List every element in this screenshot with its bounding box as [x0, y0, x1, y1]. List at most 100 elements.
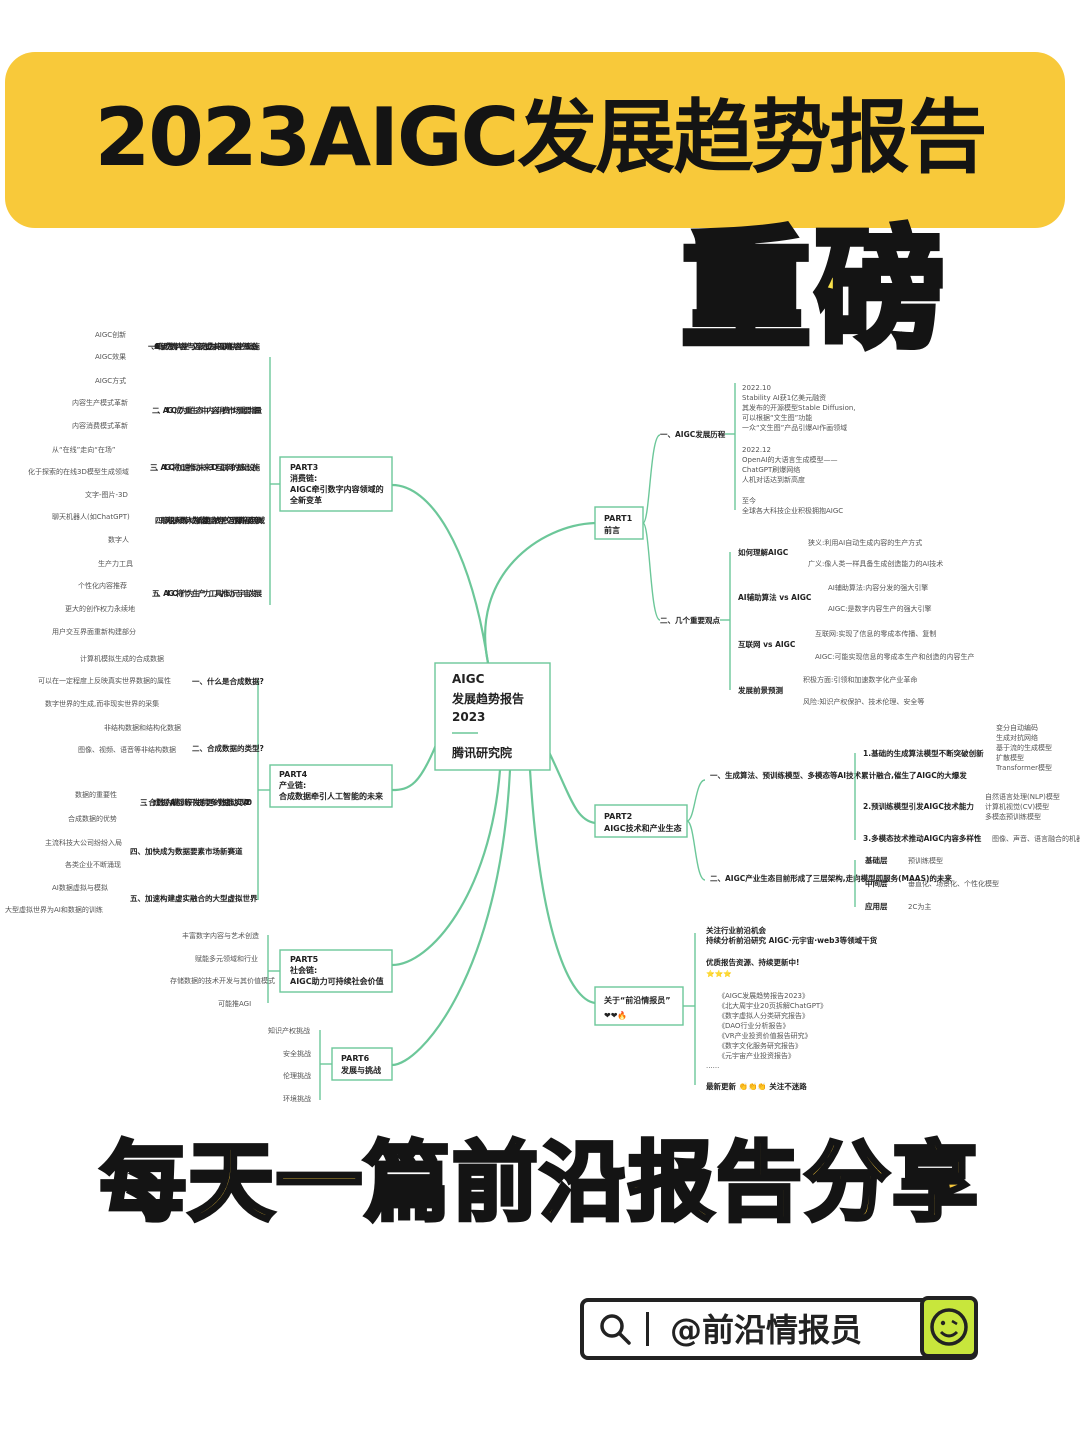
mindmap-label: 人机对话达到新高度 [742, 475, 805, 484]
mindmap-label: 风险:知识产权保护、技术伦理、安全等 [803, 697, 924, 706]
mindmap-label: 数据的重要性 [75, 790, 117, 799]
mindmap-label: 生产力工具 [98, 559, 133, 568]
mindmap-label: 更大的创作权力永续地 [65, 604, 135, 613]
mindmap-label: AI辅助算法 vs AIGC [738, 592, 812, 602]
mindmap-label: 应用层 [865, 901, 888, 911]
mindmap-label: 中间层 [865, 878, 888, 888]
part1-branch-points: 二、几个重要观点 [660, 615, 720, 625]
mindmap-label: AIGC效果 [95, 352, 126, 361]
mindmap-label: 个性化内容推荐 [78, 581, 127, 590]
mindmap-label: 消费链: [290, 473, 317, 483]
mindmap-label: 环境挑战 [283, 1094, 311, 1103]
mindmap-label: AIGC:可能实现信息的零成本生产和创造的内容生产 [815, 652, 975, 661]
link-center-about [528, 769, 596, 1005]
mindmap-label: 四、聊天机器人和数字人成为新载体,更加自然的用户交互界面,不断拓展应用领域 [155, 515, 266, 525]
mindmap-label: 存储数据的技术开发与其价值模式 [170, 976, 275, 985]
mindmap-label: 一、什么是合成数据? [192, 676, 264, 686]
mindmap-label: PART6 [341, 1054, 370, 1063]
mindmap-label: 二、AIGC成为重生态中内容消费市场重要增量 [152, 405, 263, 415]
center-node [434, 662, 551, 771]
mindmap-label: AIGC创新 [95, 330, 126, 339]
mindmap-label: 前言 [604, 525, 620, 535]
mindmap-label: 安全挑战 [283, 1049, 311, 1058]
mindmap-label: 数字世界的生成,而非现实世界的采集 [45, 699, 159, 708]
smile-icon [930, 1308, 968, 1346]
link-center-part6 [391, 769, 512, 1067]
mindmap-label: AI辅助算法:内容分发的强大引擎 [828, 583, 928, 592]
link-center-part3 [391, 483, 490, 664]
mindmap-label: 垂直化、场景化、个性化模型 [908, 879, 999, 888]
mindmap-label: 2C为主 [908, 902, 931, 911]
mindmap-label: 主流科技大公司纷纷入局 [45, 838, 122, 847]
mindmap-label: 2022.12 [742, 446, 771, 454]
mindmap-label: 互联网 vs AIGC [738, 639, 796, 649]
part1-node [594, 506, 644, 540]
slogan: 每天一篇前沿报告分享 [98, 1131, 980, 1235]
search-bar[interactable]: @前沿情报员 [580, 1298, 978, 1360]
mindmap-label: 计算机视觉(CV)模型 [985, 802, 1049, 811]
mindmap-label: 丰富数字内容与艺术创造 [182, 931, 259, 940]
mindmap-label: 伦理挑战 [283, 1071, 311, 1080]
smile-button[interactable] [920, 1296, 978, 1358]
mindmap-label: PART3 [290, 463, 318, 472]
mindmap-label: 社会链: [289, 965, 317, 975]
mindmap-label: AI数据虚拟与模拟 [52, 883, 108, 892]
mindmap-label: 生成对抗网络 [996, 733, 1038, 742]
mindmap-label: AIGC技术和产业生态 [604, 823, 682, 833]
mindmap-label: AIGC:是数字内容生产的强大引擎 [828, 604, 932, 613]
mindmap-label: 二、合成数据的类型? [192, 743, 264, 753]
mindmap-label: AIGC助力可持续社会价值 [290, 976, 384, 986]
mindmap-label: 基于流的生成模型 [996, 743, 1052, 752]
title-banner [5, 52, 1065, 228]
mindmap-label: 扩散模型 [996, 753, 1024, 762]
mindmap-label: 计算机模拟生成的合成数据 [80, 654, 164, 663]
mindmap-label: AIGC牵引数字内容领域的 [290, 484, 384, 494]
part1-branch-history: 一、AIGC发展历程 [660, 429, 726, 439]
mindmap-label: 内容生产模式革新 [72, 398, 128, 407]
mindmap-label: 其发布的开源模型Stable Diffusion, [742, 403, 856, 412]
mindmap-label: 积极方面:引领和加速数字化产业革命 [803, 675, 917, 684]
part5-node [279, 949, 393, 993]
mindmap-label: Stability AI获1亿美元融资 [742, 393, 826, 402]
mindmap-label: 最新更新 👏👏👏 关注不迷路 [706, 1081, 807, 1091]
mindmap-label: 3.多模态技术推动AIGC内容多样性 [863, 833, 982, 843]
mindmap-label: 三、合成数据为AI模型训练开发提供更多的数据,推动实现AI2.0 [140, 797, 252, 807]
mindmap-label: 图像、视频、语音等非结构数据 [78, 745, 176, 754]
badge-text: 重磅 [678, 211, 949, 369]
center-line1: AIGC [452, 672, 485, 686]
mindmap-label: 合成数据牵引人工智能的未来 [278, 791, 384, 801]
mindmap-label: AIGC方式 [95, 376, 126, 385]
mindmap-label: 2.预训练模型引发AIGC技术能力 [863, 801, 974, 811]
link-center-part1 [484, 521, 596, 664]
mindmap-label: 二、AIGC产业生态目前形成了三层架构,走向模型即服务(MAAS)的未来 [710, 873, 952, 883]
mindmap-label: 一众“文生图”产品引爆AI作画领域 [742, 423, 847, 432]
mindmap-label: 各类企业不断涌现 [65, 860, 121, 869]
mindmap-label: 多模态预训练模型 [985, 812, 1041, 821]
mindmap-label: 2022.10 [742, 384, 771, 392]
mindmap-label: PART1 [604, 514, 633, 523]
center-line4: 腾讯研究院 [451, 745, 512, 760]
mind-map: .ln { fill:none; stroke:#6cc799; stroke-… [5, 330, 1080, 1103]
mindmap-label: 基础层 [864, 855, 888, 865]
mindmap-label: 文字-图片-3D [85, 490, 128, 499]
mindmap-label: 发展与挑战 [340, 1065, 381, 1075]
mindmap-label: 广义:像人类一样具备生成创造能力的AI技术 [808, 559, 943, 568]
mindmap-label: 可能推AGI [218, 999, 251, 1008]
mindmap-label: 《数字文化服务研究报告》 [718, 1041, 802, 1050]
mindmap-label: 全新变革 [289, 495, 322, 505]
mindmap-label: 持续分析前沿研究 AIGC·元宇宙·web3等领域干货 [706, 935, 878, 945]
mindmap-label: 一、AIGC有望成为数字内容生产与交互新范式,成为未来互联网的内容生产基础设施。 [148, 341, 263, 351]
mindmap-label: 自然语言处理(NLP)模型 [985, 792, 1060, 801]
mindmap-label: 数字人 [108, 535, 129, 544]
mindmap-label: 《VR产业投资价值报告研究》 [718, 1031, 812, 1040]
headline-badge: 重磅 [650, 210, 980, 370]
mindmap-label: 变分自动编码 [996, 723, 1038, 732]
mindmap-label: PART5 [290, 955, 319, 964]
mindmap-label: 大型虚拟世界为AI和数据的训练 [5, 905, 103, 914]
mindmap-label: 从“在线”走向“在场” [52, 445, 116, 454]
link-center-part4 [391, 739, 440, 792]
mindmap-connector [686, 779, 706, 881]
mindmap-connector [642, 434, 661, 621]
mindmap-label: ❤❤🔥 [604, 1010, 627, 1020]
mindmap-label: OpenAI的大语言生成模型—— [742, 455, 838, 464]
